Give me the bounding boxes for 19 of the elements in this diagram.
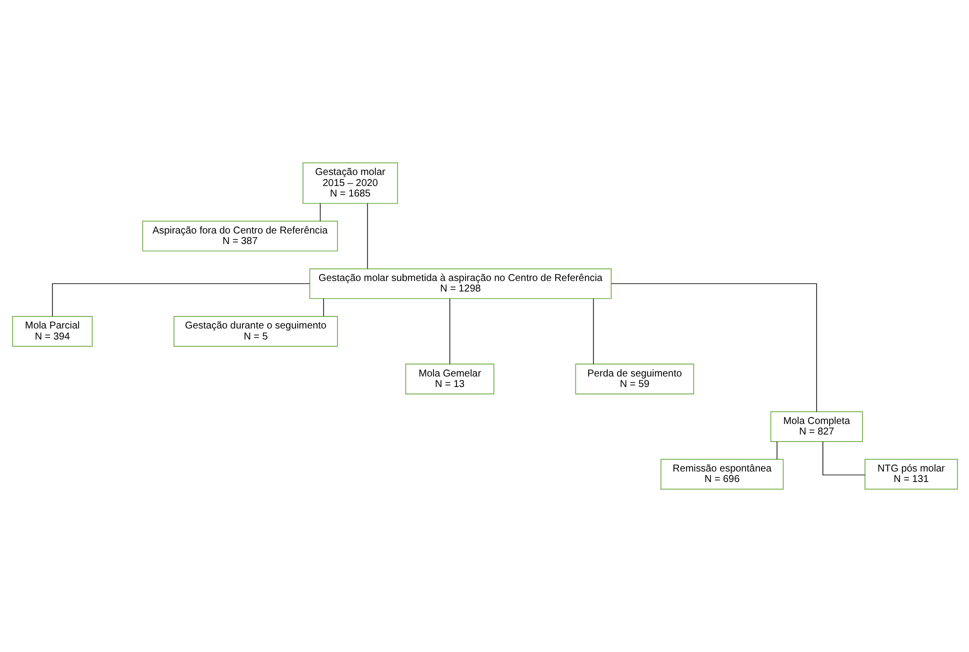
- node-box: Mola Gemelar N = 13: [404, 364, 494, 394]
- connector: [610, 283, 816, 412]
- node-box: Gestação molar submetida à aspiração no Centro de Referência N = 1298: [308, 268, 612, 300]
- connector: [319, 203, 320, 222]
- node-box: NTG pós molar N = 131: [864, 458, 958, 490]
- node-box: Mola Completa N = 827: [770, 411, 862, 442]
- node-box: Remissão espontânea N = 696: [660, 458, 784, 490]
- connector: [52, 283, 310, 317]
- connector: [822, 441, 865, 476]
- connector: [592, 298, 594, 364]
- node-box: Mola Parcial N = 394: [12, 316, 92, 347]
- node-box: Gestação molar 2015 – 2020 N = 1685: [302, 162, 398, 204]
- node-box: Gestação durante o seguimento N = 5: [173, 316, 338, 347]
- node-box: Aspiração fora do Centro de Referência N = 387: [142, 220, 338, 252]
- connector: [322, 298, 324, 317]
- connector: [448, 298, 450, 364]
- connector: [366, 203, 368, 269]
- connector: [776, 441, 777, 460]
- node-box: Perda de seguimento N = 59: [574, 364, 694, 394]
